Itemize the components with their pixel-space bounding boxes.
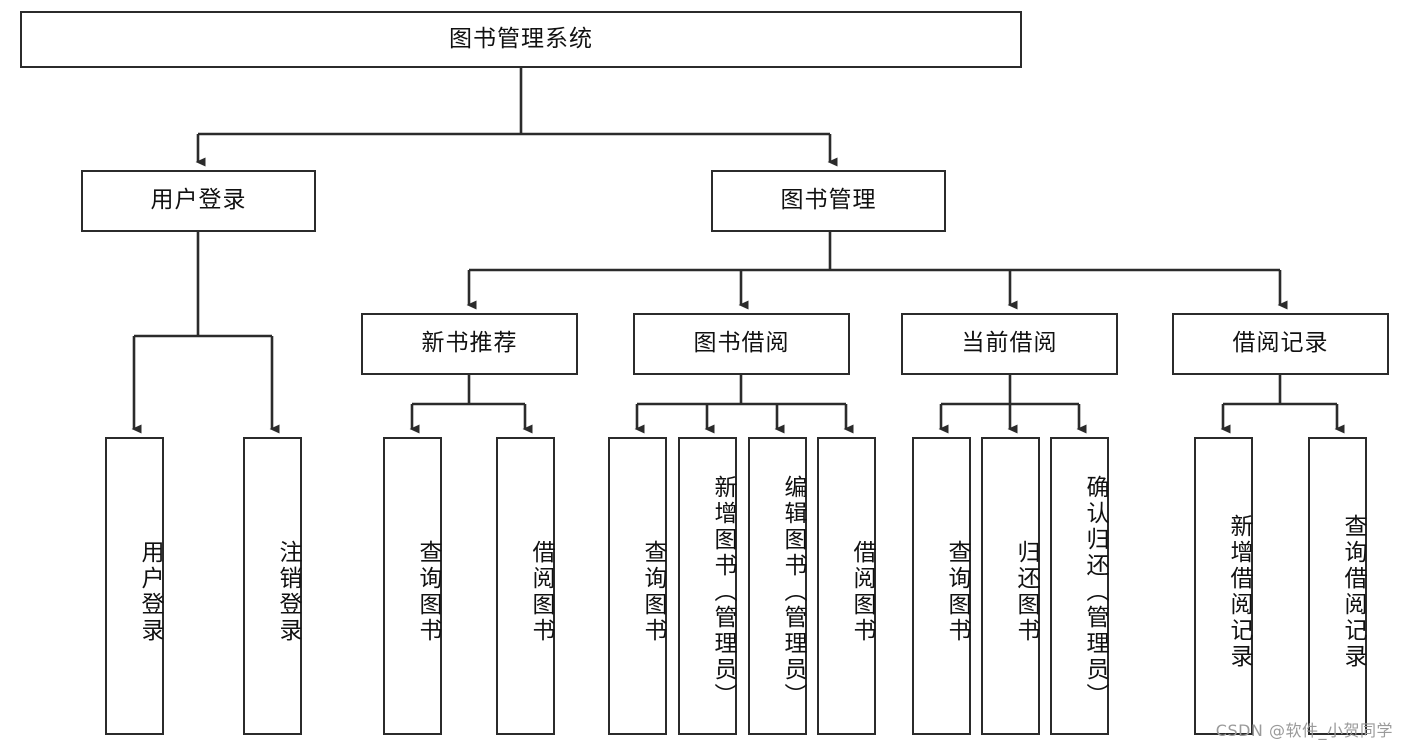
node-label: 借阅图书 — [528, 540, 554, 644]
node-label: 查询图书 — [415, 540, 441, 644]
node-book-borrow[interactable]: 图书借阅 — [633, 313, 850, 375]
node-leaf-borrow-book-2[interactable]: 借阅图书 — [817, 437, 876, 735]
node-user-login[interactable]: 用户登录 — [81, 170, 316, 232]
node-leaf-edit-book[interactable]: 编辑图书（管理员） — [748, 437, 807, 735]
node-leaf-confirm-return[interactable]: 确认归还（管理员） — [1050, 437, 1109, 735]
node-label: 借阅记录 — [1232, 330, 1329, 357]
node-root-book-management-system[interactable]: 图书管理系统 — [20, 11, 1022, 68]
node-label: 确认归还（管理员） — [1082, 475, 1108, 709]
node-leaf-return-book[interactable]: 归还图书 — [981, 437, 1040, 735]
node-label: 编辑图书（管理员） — [780, 475, 806, 709]
node-label: 图书借阅 — [693, 330, 790, 357]
node-label: 查询借阅记录 — [1340, 514, 1366, 670]
node-label: 新书推荐 — [421, 330, 518, 357]
node-leaf-borrow-book-1[interactable]: 借阅图书 — [496, 437, 555, 735]
node-label: 用户登录 — [137, 540, 163, 644]
node-label: 查询图书 — [944, 540, 970, 644]
node-label: 查询图书 — [640, 540, 666, 644]
node-leaf-add-book[interactable]: 新增图书（管理员） — [678, 437, 737, 735]
node-new-book-recommend[interactable]: 新书推荐 — [361, 313, 578, 375]
node-book-management[interactable]: 图书管理 — [711, 170, 946, 232]
node-label: 借阅图书 — [849, 540, 875, 644]
node-label: 当前借阅 — [961, 330, 1058, 357]
node-label: 图书管理系统 — [449, 25, 593, 52]
node-leaf-query-book-1[interactable]: 查询图书 — [383, 437, 442, 735]
node-label: 新增图书（管理员） — [710, 475, 736, 709]
node-label: 图书管理 — [780, 187, 877, 214]
node-leaf-logout[interactable]: 注销登录 — [243, 437, 302, 735]
node-leaf-add-record[interactable]: 新增借阅记录 — [1194, 437, 1253, 735]
node-label: 归还图书 — [1013, 540, 1039, 644]
node-current-borrow[interactable]: 当前借阅 — [901, 313, 1118, 375]
node-label: 新增借阅记录 — [1226, 514, 1252, 670]
node-label: 注销登录 — [275, 540, 301, 644]
node-leaf-query-book-3[interactable]: 查询图书 — [912, 437, 971, 735]
node-borrow-record[interactable]: 借阅记录 — [1172, 313, 1389, 375]
node-leaf-user-login[interactable]: 用户登录 — [105, 437, 164, 735]
node-leaf-query-book-2[interactable]: 查询图书 — [608, 437, 667, 735]
node-label: 用户登录 — [150, 187, 247, 214]
node-leaf-query-record[interactable]: 查询借阅记录 — [1308, 437, 1367, 735]
